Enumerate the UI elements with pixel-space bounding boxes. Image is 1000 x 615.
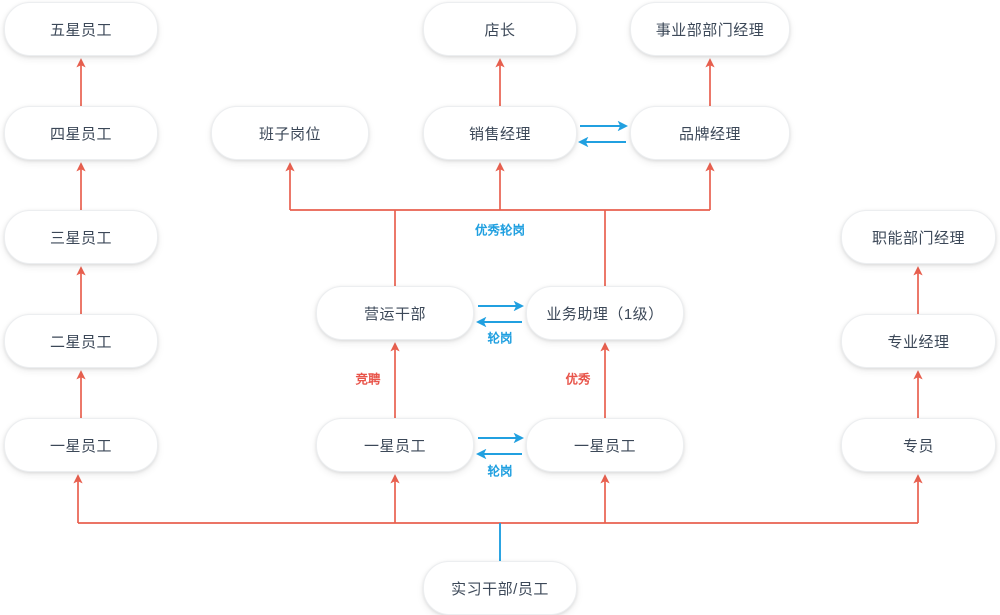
node-label: 专业经理: [887, 333, 950, 351]
node-label: 一星员工: [49, 437, 112, 455]
node-two-star-employee[interactable]: 二星员工: [4, 314, 158, 368]
node-one-star-employee-middle-right[interactable]: 一星员工: [526, 418, 684, 472]
node-label: 一星员工: [363, 437, 426, 455]
node-one-star-employee-left[interactable]: 一星员工: [4, 418, 158, 472]
node-label: 二星员工: [49, 333, 112, 351]
node-five-star-employee[interactable]: 五星员工: [4, 2, 158, 56]
node-sales-manager[interactable]: 销售经理: [423, 106, 577, 160]
node-label: 一星员工: [573, 437, 636, 455]
node-label: 实习干部/员工: [451, 580, 549, 598]
edge-label-rotation-lower: 轮岗: [487, 464, 513, 479]
node-four-star-employee[interactable]: 四星员工: [4, 106, 158, 160]
node-three-star-employee[interactable]: 三星员工: [4, 210, 158, 264]
node-label: 营运干部: [363, 305, 426, 323]
node-label: 销售经理: [468, 125, 531, 143]
node-team-position[interactable]: 班子岗位: [211, 106, 369, 160]
node-label: 事业部部门经理: [655, 21, 765, 39]
edge-label-competitive-recruitment: 竞聘: [355, 372, 381, 387]
node-label: 业务助理（1级）: [546, 305, 664, 323]
node-label: 职能部门经理: [871, 229, 965, 247]
node-business-unit-department-manager[interactable]: 事业部部门经理: [630, 2, 790, 56]
edge-label-excellent: 优秀: [565, 372, 591, 387]
node-label: 四星员工: [49, 125, 112, 143]
edge-label-excellent-rotation: 优秀轮岗: [474, 223, 526, 238]
node-label: 班子岗位: [258, 125, 321, 143]
node-operations-cadre[interactable]: 营运干部: [316, 286, 474, 340]
node-label: 三星员工: [49, 229, 112, 247]
node-business-assistant-level-1[interactable]: 业务助理（1级）: [526, 286, 684, 340]
edge-label-rotation-middle: 轮岗: [487, 331, 513, 346]
node-label: 品牌经理: [678, 125, 741, 143]
node-store-manager[interactable]: 店长: [423, 2, 577, 56]
node-intern-cadre-or-employee[interactable]: 实习干部/员工: [423, 561, 577, 615]
node-one-star-employee-middle-left[interactable]: 一星员工: [316, 418, 474, 472]
node-label: 专员: [902, 437, 934, 455]
node-label: 店长: [484, 21, 516, 39]
node-functional-department-manager[interactable]: 职能部门经理: [841, 210, 996, 264]
node-specialist[interactable]: 专员: [841, 418, 996, 472]
node-label: 五星员工: [49, 21, 112, 39]
node-professional-manager[interactable]: 专业经理: [841, 314, 996, 368]
node-brand-manager[interactable]: 品牌经理: [630, 106, 790, 160]
